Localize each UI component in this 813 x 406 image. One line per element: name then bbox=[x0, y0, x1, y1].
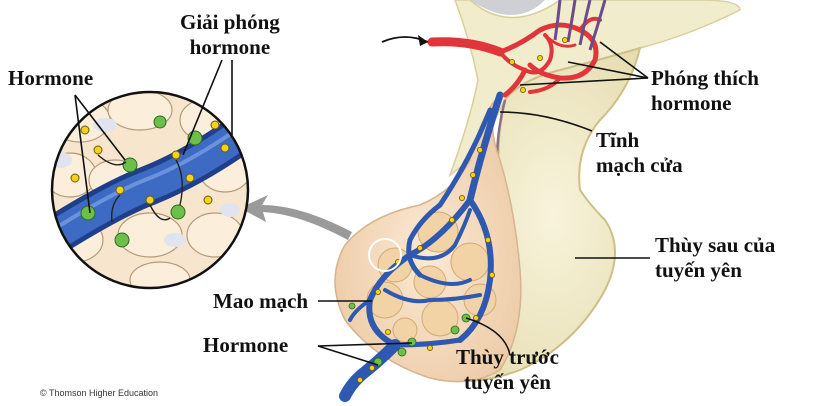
label-phong-thich-hormone: Phóng thích hormone bbox=[651, 66, 759, 116]
label-hormone-bottom: Hormone bbox=[203, 333, 288, 358]
label-hormone-top: Hormone bbox=[8, 66, 93, 91]
label-tinh-mach-cua: Tĩnh mạch cửa bbox=[596, 128, 683, 178]
label-mao-mach: Mao mạch bbox=[213, 289, 308, 314]
label-thuy-truoc: Thùy trước tuyến yên bbox=[456, 345, 559, 395]
magnified-inset bbox=[40, 90, 260, 298]
magnify-arrow bbox=[240, 195, 352, 240]
label-thuy-sau: Thùy sau của tuyến yên bbox=[655, 233, 775, 283]
copyright-credit: © Thomson Higher Education bbox=[40, 388, 158, 398]
label-giai-phong-hormone: Giải phóng hormone bbox=[180, 10, 280, 60]
